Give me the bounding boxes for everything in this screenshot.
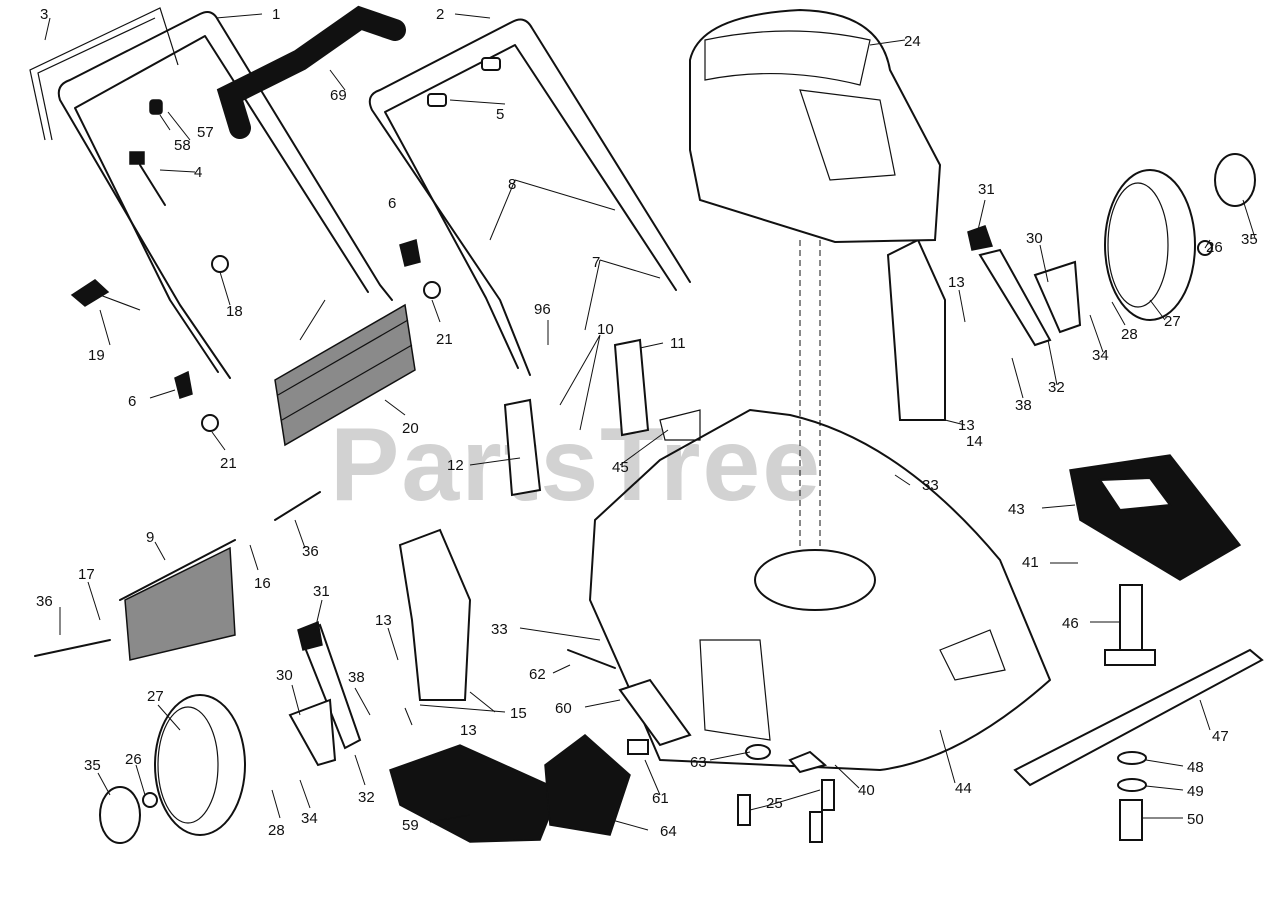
callout-96: 96 xyxy=(534,301,551,318)
callout-18: 18 xyxy=(226,303,243,320)
callout-69: 69 xyxy=(330,87,347,104)
callout-64: 64 xyxy=(660,823,677,840)
wheel-lever-rear xyxy=(288,620,362,767)
blade-47 xyxy=(1013,648,1264,787)
handle-bar-3 xyxy=(29,7,179,141)
discharge-chute-59 xyxy=(389,744,561,843)
deck-44 xyxy=(589,409,1051,771)
callout-36-b: 36 xyxy=(36,593,53,610)
blade-hardware xyxy=(1104,584,1156,841)
callout-15: 15 xyxy=(510,705,527,722)
callout-10: 10 xyxy=(597,321,614,338)
callout-63: 63 xyxy=(690,754,707,771)
callout-41: 41 xyxy=(1022,554,1039,571)
callout-30-a: 30 xyxy=(1026,230,1043,247)
deck-bolts-25 xyxy=(737,744,835,843)
callout-33-a: 33 xyxy=(922,477,939,494)
callout-49: 49 xyxy=(1187,783,1204,800)
callout-35-a: 35 xyxy=(1241,231,1258,248)
callout-13-c: 13 xyxy=(375,612,392,629)
callout-36-a: 36 xyxy=(302,543,319,560)
callout-12: 12 xyxy=(447,457,464,474)
callout-43: 43 xyxy=(1008,501,1025,518)
callout-8: 8 xyxy=(508,176,516,193)
callout-40: 40 xyxy=(858,782,875,799)
callout-17: 17 xyxy=(78,566,95,583)
callout-4: 4 xyxy=(194,164,202,181)
blade-adapter-43 xyxy=(1069,454,1242,581)
height-adjuster-brackets xyxy=(398,238,946,701)
callout-14: 14 xyxy=(966,433,983,450)
callout-3: 3 xyxy=(40,6,48,23)
callout-38-a: 38 xyxy=(1015,397,1032,414)
callout-58: 58 xyxy=(174,137,191,154)
callout-45: 45 xyxy=(612,459,629,476)
callout-33-b: 33 xyxy=(491,621,508,638)
callout-13-a: 13 xyxy=(948,274,965,291)
axle-bolts xyxy=(34,491,321,657)
wheel-lever-front xyxy=(967,225,1082,347)
callout-35-b: 35 xyxy=(84,757,101,774)
rear-axle-parts xyxy=(567,649,692,755)
front-wheel-27 xyxy=(1104,153,1256,321)
callout-9: 9 xyxy=(146,529,154,546)
callout-6-top: 6 xyxy=(388,195,396,212)
callout-50: 50 xyxy=(1187,811,1204,828)
hardware-bolts xyxy=(70,57,501,432)
rear-flap-9 xyxy=(119,539,236,661)
callout-61: 61 xyxy=(652,790,669,807)
callout-26-a: 26 xyxy=(1206,239,1223,256)
callout-34-b: 34 xyxy=(301,810,318,827)
callout-48: 48 xyxy=(1187,759,1204,776)
callout-26-b: 26 xyxy=(125,751,142,768)
callout-5: 5 xyxy=(496,106,504,123)
callout-6-left: 6 xyxy=(128,393,136,410)
callout-27-a: 27 xyxy=(1164,313,1181,330)
callout-28-a: 28 xyxy=(1121,326,1138,343)
callout-28-b: 28 xyxy=(268,822,285,839)
callout-32-a: 32 xyxy=(1048,379,1065,396)
callout-31-b: 31 xyxy=(313,583,330,600)
upper-handle xyxy=(368,18,691,376)
watermark: PartsTree xyxy=(330,407,822,523)
callout-31-a: 31 xyxy=(978,181,995,198)
callout-19: 19 xyxy=(88,347,105,364)
callout-47: 47 xyxy=(1212,728,1229,745)
callout-32-b: 32 xyxy=(358,789,375,806)
rear-shield-20 xyxy=(274,303,416,447)
callout-25: 25 xyxy=(766,795,783,812)
callout-59: 59 xyxy=(402,817,419,834)
engine-24 xyxy=(689,8,942,244)
callout-labels: 1 2 3 4 5 6 6 7 8 9 10 11 12 13 13 13 13… xyxy=(36,6,1258,840)
callout-21-b: 21 xyxy=(220,455,237,472)
callout-24: 24 xyxy=(904,33,921,50)
callout-20: 20 xyxy=(402,420,419,437)
leader-lines xyxy=(44,13,1256,831)
rear-wheel-27 xyxy=(99,694,246,844)
callout-13-b: 13 xyxy=(958,417,975,434)
fuel-line-69 xyxy=(216,5,406,139)
callout-16: 16 xyxy=(254,575,271,592)
callout-38-b: 38 xyxy=(348,669,365,686)
callout-1: 1 xyxy=(272,6,280,23)
callout-2: 2 xyxy=(436,6,444,23)
callout-13-d: 13 xyxy=(460,722,477,739)
callout-21-a: 21 xyxy=(436,331,453,348)
callout-57: 57 xyxy=(197,124,214,141)
callout-11: 11 xyxy=(670,335,686,352)
callout-27-b: 27 xyxy=(147,688,164,705)
callout-44: 44 xyxy=(955,780,972,797)
callout-60: 60 xyxy=(555,700,572,717)
callout-46: 46 xyxy=(1062,615,1079,632)
callout-7: 7 xyxy=(592,254,600,271)
callout-34-a: 34 xyxy=(1092,347,1109,364)
callout-62: 62 xyxy=(529,666,546,683)
side-discharge-64 xyxy=(544,734,631,836)
lower-handle xyxy=(57,11,393,379)
callout-30-b: 30 xyxy=(276,667,293,684)
